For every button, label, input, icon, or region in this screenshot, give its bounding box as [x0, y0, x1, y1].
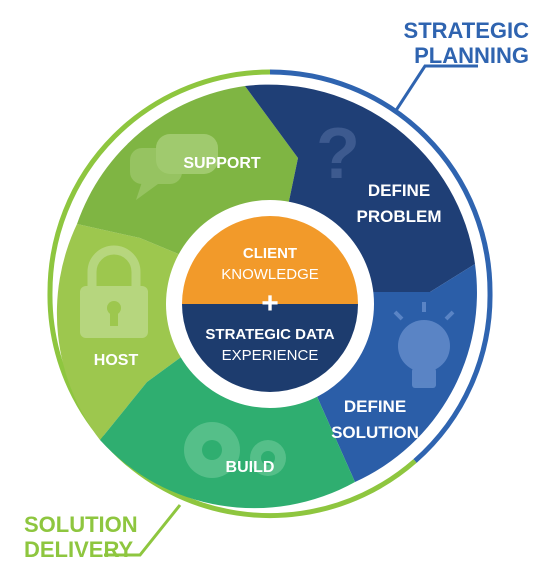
label-define-problem-2: PROBLEM: [357, 207, 442, 226]
label-define-solution-1: DEFINE: [344, 397, 406, 416]
center-top-half: [182, 216, 358, 304]
gears-icon: [184, 422, 286, 478]
label-host: HOST: [94, 352, 139, 369]
solution-delivery-line2: DELIVERY: [24, 537, 134, 562]
label-build: BUILD: [226, 459, 275, 476]
question-mark-icon: ?: [316, 114, 360, 194]
center-bottom-half: [182, 304, 358, 392]
strategic-planning-ring: [269, 69, 493, 463]
chat-bubbles-icon: [130, 134, 218, 200]
center-bottom-line2: EXPERIENCE: [222, 347, 319, 364]
center-plus: +: [261, 287, 279, 320]
lightbulb-icon: [393, 302, 455, 388]
padlock-icon: [80, 245, 148, 338]
svg-text:?: ?: [316, 114, 360, 194]
solution-delivery-connector: [104, 504, 182, 557]
label-define-problem-1: DEFINE: [368, 181, 430, 200]
center-bottom-line1: STRATEGIC DATA: [205, 326, 334, 343]
strategic-planning-line2: PLANNING: [414, 43, 529, 68]
solution-delivery-label: SOLUTION DELIVERY: [24, 512, 138, 562]
solution-delivery-line1: SOLUTION: [24, 512, 138, 537]
label-support: SUPPORT: [183, 155, 261, 172]
strategic-planning-connector: [393, 64, 478, 113]
solution-delivery-ring: [47, 69, 417, 519]
center-top-line2: KNOWLEDGE: [221, 266, 319, 283]
label-define-solution-2: SOLUTION: [331, 423, 419, 442]
strategic-planning-label: STRATEGIC PLANNING: [404, 18, 529, 68]
center-top-line1: CLIENT: [243, 245, 297, 262]
strategic-planning-line1: STRATEGIC: [403, 18, 529, 43]
